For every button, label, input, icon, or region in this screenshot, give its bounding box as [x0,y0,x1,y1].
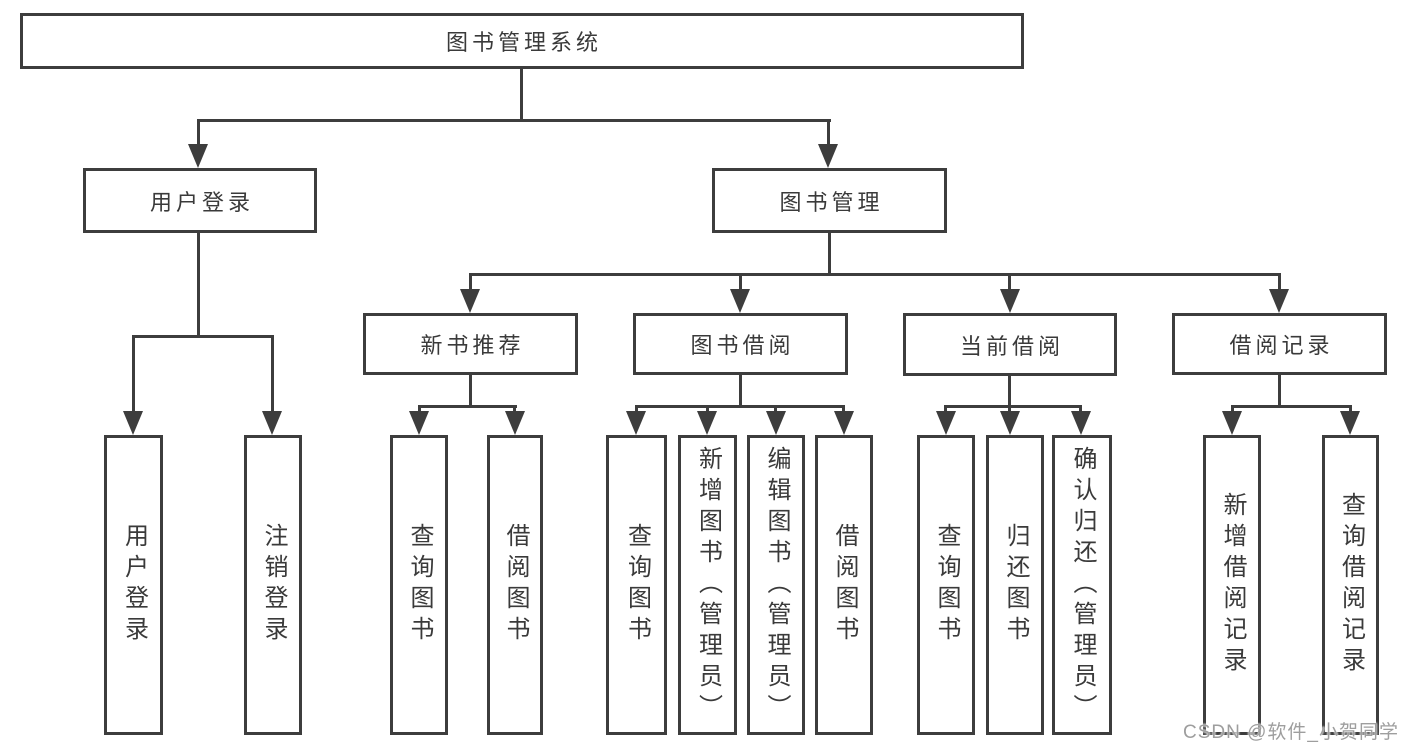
leaf-label: 新增借阅记录 [1219,492,1246,678]
leaf-label: 借阅图书 [502,523,529,647]
arrowhead [1000,289,1020,313]
arrowhead [1269,289,1289,313]
connector-stem [1278,273,1281,293]
leaf-label: 新增图书（管理员） [694,445,722,725]
connector-recommend-drop [469,375,472,405]
node-borrow-records: 借阅记录 [1172,313,1387,375]
arrowhead [123,411,143,435]
connector-current-rail [944,405,1082,408]
connector-stem [1008,273,1011,293]
connector-login-rail [132,335,274,338]
arrowhead [409,411,429,435]
connector-stem [469,273,472,293]
leaf-query-books-recommend: 查询图书 [390,435,448,735]
leaf-label: 查询借阅记录 [1337,492,1365,678]
connector-stem [842,405,845,415]
leaf-label: 用户登录 [120,523,148,647]
connector-stem [1349,405,1352,415]
node-current-borrow: 当前借阅 [903,313,1117,376]
connector-level2-rail [197,119,831,122]
arrowhead [460,289,480,313]
leaf-add-borrow-record: 新增借阅记录 [1203,435,1261,735]
connector-stem [1079,405,1082,415]
connector-stem [827,119,830,149]
connector-stem [197,119,200,149]
connector-current-drop [1008,375,1011,405]
arrowhead [818,144,838,168]
csdn-watermark: CSDN @软件_小贺同学 [1183,722,1399,743]
leaf-add-book-admin: 新增图书（管理员） [678,435,737,735]
node-library-system: 图书管理系统 [20,13,1024,69]
leaf-label: 归还图书 [1002,523,1029,647]
node-book-management: 图书管理 [712,168,947,233]
arrowhead [1222,411,1242,435]
leaf-label: 借阅图书 [831,523,858,647]
connector-stem [944,405,947,415]
connector-login-drop [197,233,200,335]
connector-root-drop [520,69,523,119]
connector-stem [739,273,742,293]
leaf-label: 查询图书 [933,523,960,647]
arrowhead [505,411,525,435]
arrowhead [1340,411,1360,435]
leaf-edit-book-admin: 编辑图书（管理员） [747,435,805,735]
connector-stem [635,405,638,415]
node-new-book-recommend: 新书推荐 [363,313,578,375]
arrowhead [626,411,646,435]
connector-stem [132,335,135,415]
connector-stem [418,405,421,415]
node-user-login: 用户登录 [83,168,317,233]
arrowhead [766,411,786,435]
connector-level3-rail [469,273,1281,276]
leaf-logout: 注销登录 [244,435,302,735]
connector-records-drop [1278,375,1281,405]
connector-stem [774,405,777,415]
arrowhead [730,289,750,313]
leaf-borrow-books-recommend: 借阅图书 [487,435,543,735]
connector-stem [271,335,274,415]
connector-stem [1231,405,1234,415]
connector-borrow-rail [635,405,845,408]
leaf-label: 确认归还（管理员） [1069,445,1096,725]
leaf-query-borrow-record: 查询借阅记录 [1322,435,1379,735]
leaf-confirm-return-admin: 确认归还（管理员） [1052,435,1112,735]
leaf-user-login: 用户登录 [104,435,163,735]
leaf-label: 查询图书 [406,523,433,647]
arrowhead [697,411,717,435]
leaf-return-books: 归还图书 [986,435,1044,735]
leaf-label: 查询图书 [623,523,651,647]
node-book-borrow: 图书借阅 [633,313,848,375]
arrowhead [262,411,282,435]
leaf-label: 编辑图书（管理员） [763,445,790,725]
connector-records-rail [1231,405,1352,408]
arrowhead [1071,411,1091,435]
connector-stem [1008,405,1011,415]
connector-stem [706,405,709,415]
arrowhead [1000,411,1020,435]
arrowhead [188,144,208,168]
connector-borrow-drop [739,375,742,405]
connector-recommend-rail [418,405,517,408]
leaf-label: 注销登录 [260,523,287,647]
leaf-query-books-current: 查询图书 [917,435,975,735]
arrowhead [936,411,956,435]
connector-stem [513,405,516,415]
leaf-borrow-books: 借阅图书 [815,435,873,735]
connector-mgmt-drop [828,233,831,273]
arrowhead [834,411,854,435]
leaf-query-books-borrow: 查询图书 [606,435,667,735]
